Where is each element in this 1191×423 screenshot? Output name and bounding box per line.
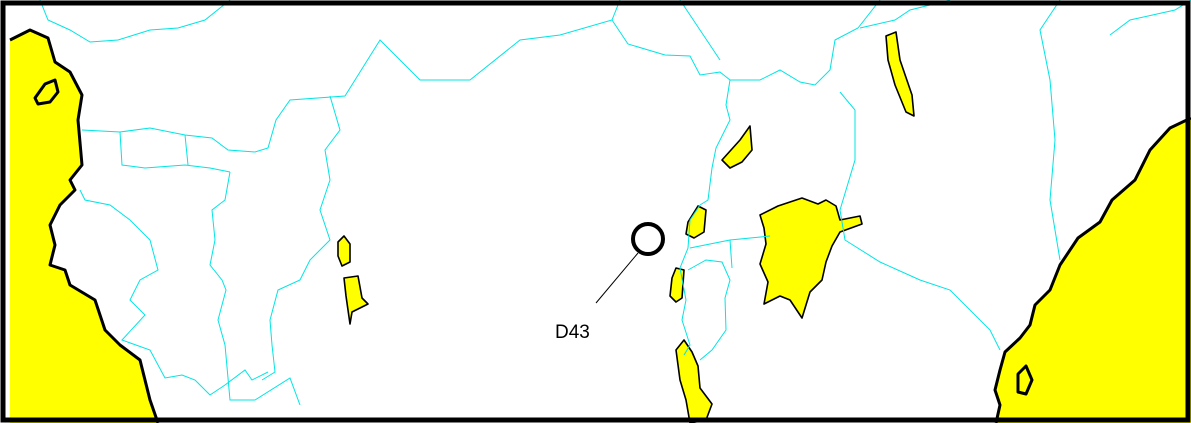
location-marker[interactable] xyxy=(631,222,665,256)
ocean-right xyxy=(995,118,1191,423)
lake-south xyxy=(675,339,713,423)
lake-north xyxy=(721,125,753,169)
lake-west-2 xyxy=(343,275,369,325)
location-leader-line xyxy=(595,252,639,304)
coastlines xyxy=(9,28,1191,423)
country-borders xyxy=(39,0,1191,406)
lake-west-1 xyxy=(337,235,351,267)
location-label: D43 xyxy=(555,322,590,343)
lake-north-east xyxy=(885,31,915,117)
lake-small-2 xyxy=(669,267,685,303)
lake-central-big xyxy=(759,197,863,319)
lake-small-1 xyxy=(685,205,707,239)
ocean-left xyxy=(10,30,158,423)
